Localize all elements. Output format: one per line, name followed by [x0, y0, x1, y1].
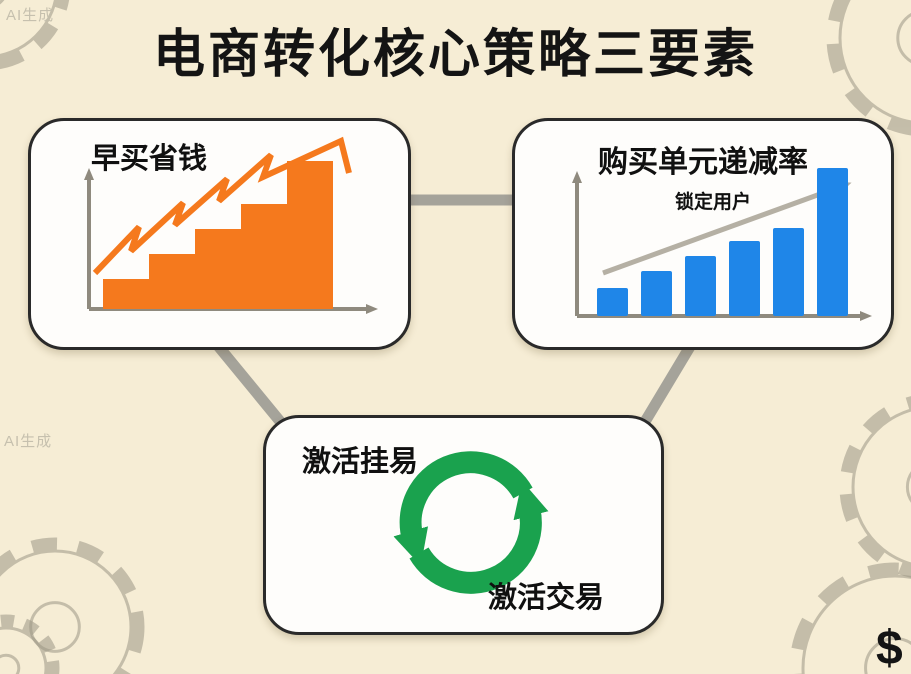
trend-zigzag-line	[92, 136, 352, 276]
cycle-arrow-bottom	[409, 480, 549, 594]
page-title: 电商转化核心策略三要素	[152, 26, 758, 84]
card-cycle: 激活挂易 激活交易	[263, 415, 664, 635]
cycle-arrows-icon	[393, 451, 549, 594]
watermark-top-left: AI生成	[6, 7, 55, 24]
bar-chart	[572, 168, 872, 321]
bar-trend-arrow	[602, 181, 852, 276]
cycle-arrow-top	[393, 451, 533, 566]
dollar-sign: $	[876, 622, 903, 674]
card-unit-rate-label: 购买单元递减率	[598, 146, 808, 179]
card-early-buy-label: 早买省钱	[91, 143, 208, 175]
lock-users-annotation: 锁定用户	[675, 192, 752, 213]
card-cycle-label-top: 激活挂易	[302, 446, 419, 478]
card-early-buy: 早买省钱	[28, 118, 411, 350]
watermark-mid-left: AI生成	[4, 433, 53, 450]
cycle-arrows	[393, 451, 549, 594]
step-chart	[84, 136, 378, 314]
card-cycle-label-bottom: 激活交易	[488, 582, 605, 614]
card-unit-rate: 购买单元递减率 锁定用户	[512, 118, 894, 350]
step-bars-shape	[103, 161, 333, 309]
bar-series	[597, 168, 848, 316]
